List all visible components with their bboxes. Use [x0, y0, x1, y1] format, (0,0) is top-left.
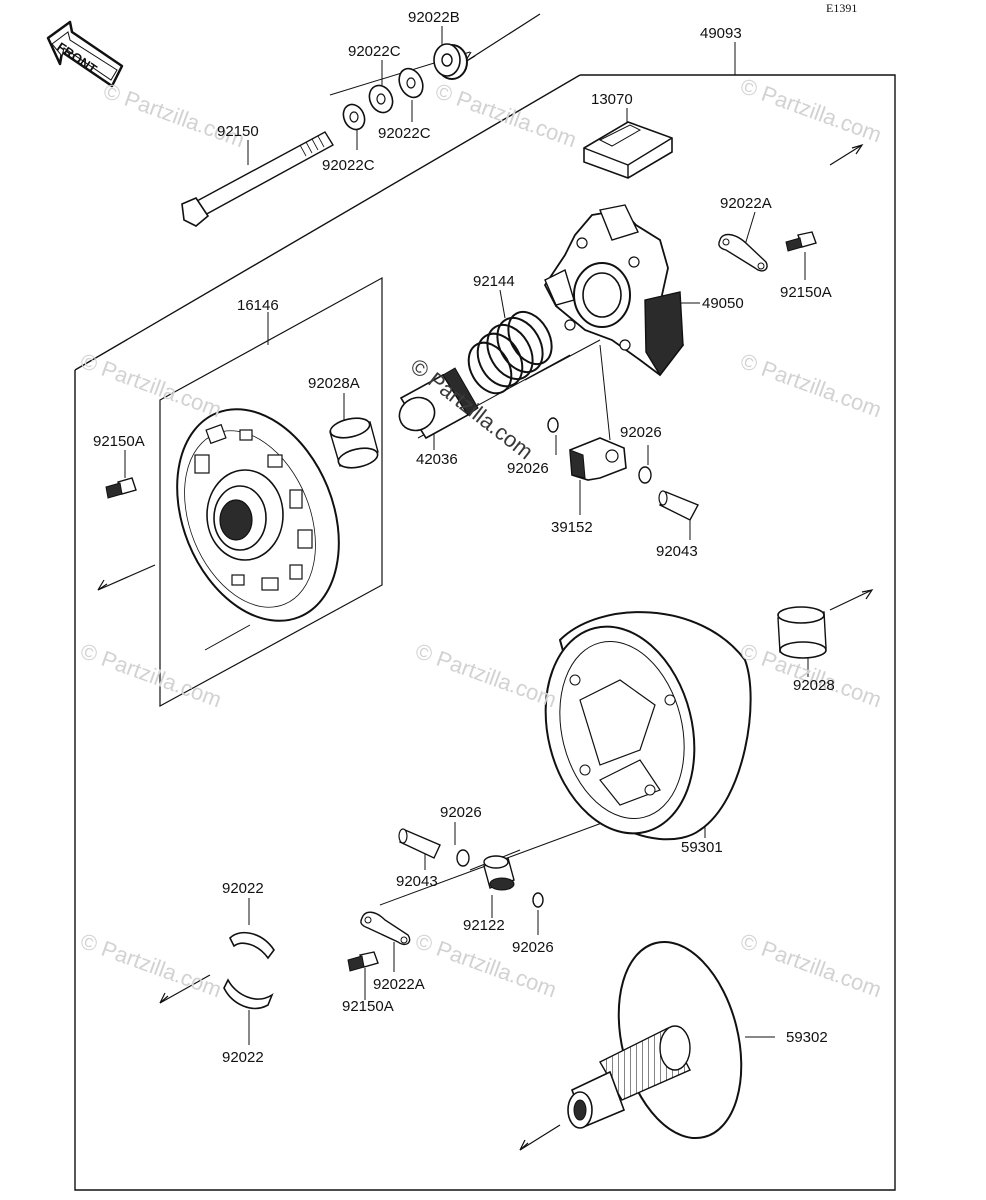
bolt-92150A-left-icon[interactable]: [105, 477, 137, 499]
part-label-13070[interactable]: 13070: [591, 91, 633, 108]
part-label-92144[interactable]: 92144: [473, 273, 515, 290]
part-label-42036[interactable]: 42036: [416, 451, 458, 468]
direction-marks: [97, 13, 874, 1151]
front-arrow-icon: [46, 20, 124, 88]
washer-92022C-3-icon[interactable]: [395, 65, 428, 101]
sheave-59302-icon[interactable]: [567, 929, 760, 1151]
part-label-59302[interactable]: 59302: [786, 1029, 828, 1046]
diagram-code: E1391: [826, 1, 858, 15]
bolt-92150A-bottom-icon[interactable]: [347, 951, 379, 972]
part-label-92150A-top[interactable]: 92150A: [780, 284, 832, 301]
part-label-92150[interactable]: 92150: [217, 123, 259, 140]
washer-92022C-2-icon[interactable]: [365, 82, 397, 117]
part-label-39152[interactable]: 39152: [551, 519, 593, 536]
part-label-92150A-bottom[interactable]: 92150A: [342, 998, 394, 1015]
part-label-92026-bottom[interactable]: 92026: [512, 939, 554, 956]
part-label-92028A[interactable]: 92028A: [308, 375, 360, 392]
part-label-92022A-top[interactable]: 92022A: [720, 195, 772, 212]
part-label-92028[interactable]: 92028: [793, 677, 835, 694]
part-label-92043-lower[interactable]: 92043: [396, 873, 438, 890]
part-label-92022B[interactable]: 92022B: [408, 9, 460, 26]
sleeve-42036-icon[interactable]: [394, 367, 479, 440]
part-label-92026-mid[interactable]: 92026: [507, 460, 549, 477]
washer-92022C-1-icon[interactable]: [339, 101, 368, 133]
washer-92026-mid-icon[interactable]: [547, 417, 559, 433]
part-label-92043-right[interactable]: 92043: [656, 543, 698, 560]
pin-92043-lower-icon[interactable]: [398, 828, 441, 859]
part-label-49093[interactable]: 49093: [700, 25, 742, 42]
part-label-49050[interactable]: 49050: [702, 295, 744, 312]
part-label-92022C-top[interactable]: 92022C: [348, 43, 401, 60]
part-label-92026-lower[interactable]: 92026: [440, 804, 482, 821]
plate-92022A-bottom-icon[interactable]: [360, 911, 411, 946]
part-label-92022A-bottom[interactable]: 92022A: [373, 976, 425, 993]
half-ring-92022-top-icon[interactable]: [229, 931, 275, 960]
part-label-92122[interactable]: 92122: [463, 917, 505, 934]
part-label-92022C-mid[interactable]: 92022C: [378, 125, 431, 142]
assembly-outline: [74, 74, 896, 1191]
part-label-16146[interactable]: 16146: [237, 297, 279, 314]
bolt-92150-icon[interactable]: [181, 131, 334, 227]
part-label-92022C-low[interactable]: 92022C: [322, 157, 375, 174]
part-label-92022-top[interactable]: 92022: [222, 880, 264, 897]
part-label-92026-right[interactable]: 92026: [620, 424, 662, 441]
part-label-59301[interactable]: 59301: [681, 839, 723, 856]
assembly-outline-diagonal: [74, 74, 581, 371]
cover-plate-16146-icon[interactable]: [147, 385, 368, 645]
plate-92022A-top-icon[interactable]: [718, 233, 768, 272]
cover-59301-icon[interactable]: [525, 611, 752, 850]
slider-13070-icon[interactable]: [583, 121, 673, 179]
bushing-92028-icon[interactable]: [777, 606, 827, 659]
half-ring-92022-bottom-icon[interactable]: [223, 978, 274, 1010]
collar-92122-icon[interactable]: [483, 855, 515, 891]
bushing-92028A-icon[interactable]: [329, 415, 380, 471]
washer-92026-bottom-icon[interactable]: [532, 892, 544, 908]
leader-lines: [124, 26, 809, 1045]
weight-39152-icon[interactable]: [569, 437, 627, 481]
part-label-92150A-left[interactable]: 92150A: [93, 433, 145, 450]
spider-49050-icon[interactable]: [543, 204, 685, 377]
bolt-92150A-top-icon[interactable]: [785, 231, 817, 252]
part-label-92022-bottom[interactable]: 92022: [222, 1049, 264, 1066]
spring-92144-icon[interactable]: [460, 304, 560, 401]
washer-92022B-icon[interactable]: [433, 43, 468, 80]
washer-92026-right-icon[interactable]: [638, 466, 652, 484]
washer-92026-lower-icon[interactable]: [456, 849, 470, 867]
subassembly-outline: [159, 276, 383, 708]
pin-92043-right-icon[interactable]: [658, 490, 699, 521]
